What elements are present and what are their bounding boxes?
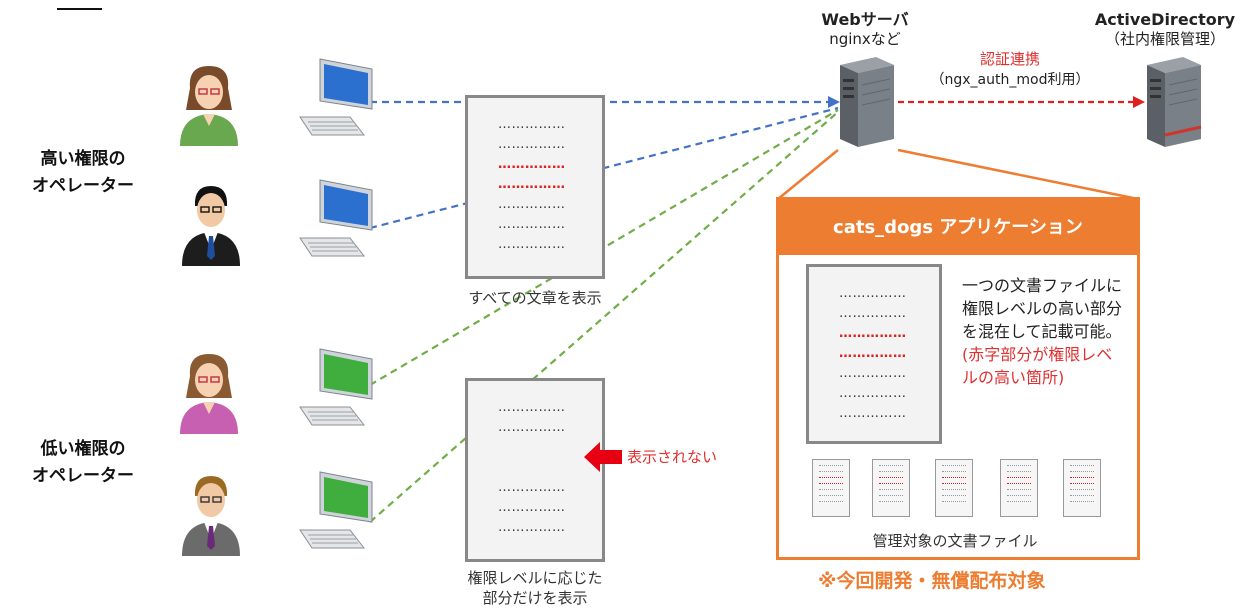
doc-line: …………… bbox=[839, 386, 907, 401]
doc-line: …………… bbox=[498, 500, 566, 515]
high-privilege-label: 高い権限の オペレーター bbox=[8, 146, 158, 200]
computer-blue-icon-1 bbox=[299, 58, 373, 136]
doc-line: …………… bbox=[839, 286, 907, 301]
ad-server-title: ActiveDirectory （社内権限管理） bbox=[1090, 10, 1240, 49]
ad-server-sub: （社内権限管理） bbox=[1104, 30, 1225, 48]
doc-line-red: …………… bbox=[839, 346, 907, 361]
app-description: 一つの文書ファイルに権限レベルの高い部分を混在して記載可能。(赤字部分が権限レベ… bbox=[962, 274, 1122, 389]
not-shown-label: 表示されない bbox=[627, 448, 718, 466]
green-line-1 bbox=[369, 109, 839, 386]
green-line-2 bbox=[369, 111, 839, 523]
full-document-caption: すべての文章を表示 bbox=[468, 289, 602, 307]
app-connector-right bbox=[897, 148, 1139, 201]
high-label-line2: オペレーター bbox=[32, 176, 134, 196]
computer-blue-icon-2 bbox=[299, 179, 373, 257]
doc-line: …………… bbox=[839, 306, 907, 321]
auth-link-label: 認証連携 （ngx_auth_mod利用） bbox=[900, 50, 1120, 90]
high-label-line1: 高い権限の bbox=[40, 149, 126, 169]
partial-caption-line1: 権限レベルに応じた bbox=[467, 569, 603, 587]
doc-line: …………… bbox=[498, 197, 566, 212]
low-label-line2: オペレーター bbox=[32, 466, 134, 486]
computer-green-icon-1 bbox=[299, 348, 373, 426]
ad-server-name: ActiveDirectory bbox=[1094, 10, 1236, 29]
person-woman-green-icon bbox=[180, 66, 238, 146]
doc-line: …………… bbox=[498, 137, 566, 152]
app-connector-left bbox=[777, 149, 839, 200]
managed-file-icon bbox=[1000, 459, 1038, 517]
auth-label: 認証連携 bbox=[979, 50, 1040, 68]
app-document: …………… …………… …………… …………… …………… …………… …………… bbox=[806, 264, 942, 444]
person-man-suit-icon bbox=[182, 186, 240, 266]
arrowhead-web bbox=[828, 96, 840, 108]
app-desc-black: 一つの文書ファイルに権限レベルの高い部分を混在して記載可能。 bbox=[962, 276, 1123, 341]
doc-line: …………… bbox=[839, 366, 907, 381]
doc-line: …………… bbox=[498, 420, 566, 435]
red-arrow-icon bbox=[584, 442, 622, 472]
doc-line-red: …………… bbox=[839, 326, 907, 341]
doc-line-red: …………… bbox=[498, 157, 566, 172]
managed-file-icon bbox=[872, 459, 910, 517]
low-privilege-label: 低い権限の オペレーター bbox=[8, 436, 158, 490]
managed-file-icon bbox=[812, 459, 850, 517]
low-label-line1: 低い権限の bbox=[40, 439, 126, 459]
app-desc-red: (赤字部分が権限レベルの高い箇所) bbox=[962, 345, 1113, 387]
managed-file-icon bbox=[1063, 459, 1101, 517]
doc-line: …………… bbox=[498, 237, 566, 252]
doc-line: …………… bbox=[498, 217, 566, 232]
footer-note: ※今回開発・無償配布対象 bbox=[818, 570, 1046, 592]
arrowhead-ad bbox=[1133, 96, 1145, 108]
partial-document-caption: 権限レベルに応じた 部分だけを表示 bbox=[440, 568, 630, 608]
doc-line: …………… bbox=[498, 520, 566, 535]
doc-line: …………… bbox=[498, 480, 566, 495]
person-man-brown-icon bbox=[182, 476, 240, 556]
web-server-icon bbox=[840, 57, 894, 147]
ad-server-icon bbox=[1147, 57, 1202, 147]
doc-line: …………… bbox=[498, 117, 566, 132]
partial-document: …………… …………… …………… …………… …………… bbox=[465, 378, 605, 562]
doc-line: …………… bbox=[498, 400, 566, 415]
app-title: cats_dogs アプリケーション bbox=[779, 200, 1137, 255]
web-server-sub: nginxなど bbox=[829, 30, 901, 48]
computer-green-icon-2 bbox=[299, 471, 373, 549]
partial-caption-line2: 部分だけを表示 bbox=[482, 589, 588, 607]
web-server-name: Webサーバ bbox=[821, 10, 909, 29]
top-left-decoration bbox=[57, 8, 102, 10]
auth-sub: （ngx_auth_mod利用） bbox=[930, 72, 1090, 88]
doc-line: …………… bbox=[839, 406, 907, 421]
full-document: …………… …………… …………… …………… …………… …………… …………… bbox=[465, 95, 605, 279]
person-woman-pink-icon bbox=[180, 354, 238, 434]
doc-line-red: …………… bbox=[498, 177, 566, 192]
managed-file-icon bbox=[935, 459, 973, 517]
managed-files-caption: 管理対象の文書ファイル bbox=[872, 532, 1038, 550]
web-server-title: Webサーバ nginxなど bbox=[790, 10, 940, 49]
